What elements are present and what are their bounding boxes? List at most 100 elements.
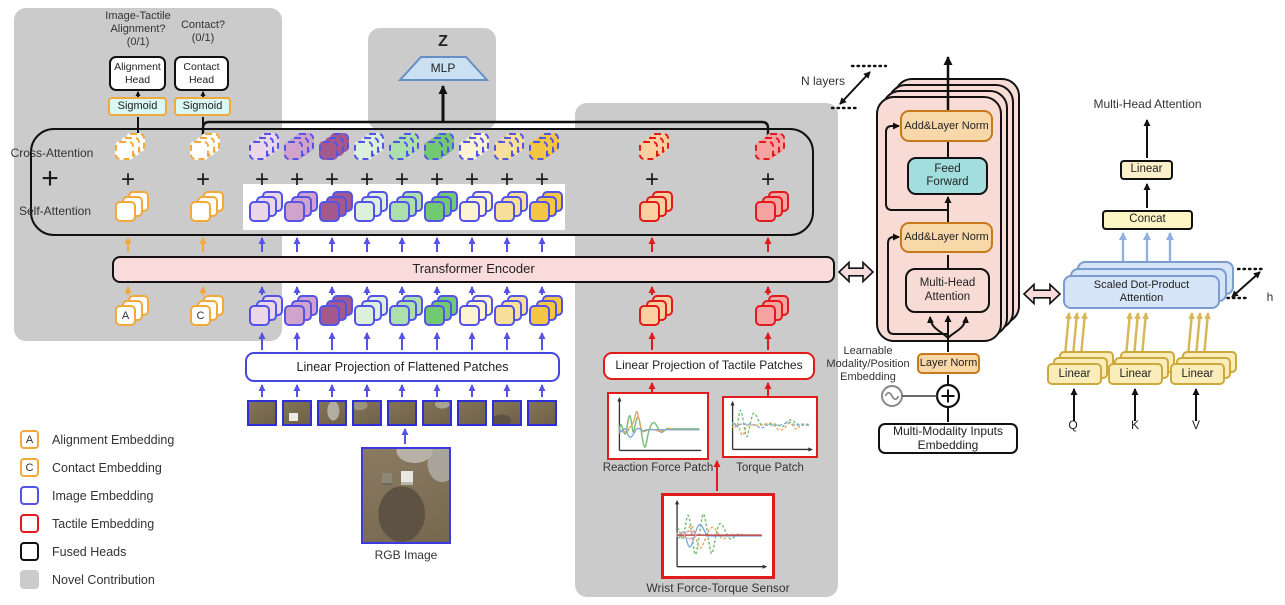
mha-detail-title: Multi-Head Attention (1093, 97, 1202, 111)
transformer-encoder-bar: Transformer Encoder (112, 256, 835, 283)
cross-attn-token-image (354, 133, 390, 162)
self-attn-token-image (459, 191, 495, 224)
input-token-image (459, 295, 495, 328)
legend-item: Tactile Embedding (20, 514, 154, 533)
input-token-alignment: A (115, 295, 151, 328)
token-square (354, 201, 375, 222)
input-token-contact: C (190, 295, 226, 328)
input-token-image (284, 295, 320, 328)
legend-item-label: Fused Heads (52, 544, 127, 559)
contact-head-box: Contact Head (174, 56, 229, 91)
image-patch (387, 400, 417, 426)
cross-attn-token-image (424, 133, 460, 162)
cross-attn-token-image (389, 133, 425, 162)
token-square (529, 201, 550, 222)
image-patch (317, 400, 347, 426)
self-attn-token-image (389, 191, 425, 224)
image-projection-box: Linear Projection of Flattened Patches (245, 352, 560, 382)
alignment-question-line3: (0/1) (126, 36, 150, 49)
sigmoid-box-alignment: Sigmoid (108, 97, 167, 116)
legend-item-label: Contact Embedding (52, 460, 162, 475)
token-square (459, 141, 478, 160)
torque-label: Torque Patch (736, 462, 804, 474)
cross-attn-token-alignment (115, 133, 151, 162)
cross-attn-token-contact (190, 133, 226, 162)
legend-item: Novel Contribution (20, 570, 155, 589)
h-heads-label: h (1266, 290, 1274, 304)
legend-swatch-A: A (20, 430, 39, 449)
token-square: C (190, 305, 211, 326)
rgb-image (361, 447, 451, 544)
plus-sign: + (254, 166, 269, 193)
image-patch (352, 400, 382, 426)
self-attn-token-image (284, 191, 320, 224)
self-attn-token-image (424, 191, 460, 224)
self-attn-token-image (319, 191, 355, 224)
z-output-label: Z (438, 33, 448, 50)
k-label: K (1130, 418, 1139, 432)
token-square (284, 305, 305, 326)
concat-box: Concat (1102, 210, 1193, 230)
legend-swatch-C: C (20, 458, 39, 477)
sigmoid-box-contact: Sigmoid (174, 97, 231, 116)
self-attn-token-image (354, 191, 390, 224)
alignment-head-box: Alignment Head (109, 56, 166, 91)
layer-norm-label: Layer Norm (919, 357, 978, 370)
token-square (494, 201, 515, 222)
learnable-line3: Embedding (840, 371, 896, 384)
image-patch (492, 400, 522, 426)
alignment-question-line2: Alignment? (110, 23, 166, 36)
token-square (389, 141, 408, 160)
token-square (319, 141, 338, 160)
input-token-image (529, 295, 565, 328)
mha-line2: Attention (924, 290, 971, 303)
alignment-question-line1: Image-Tactile (105, 10, 171, 22)
contact-head-line2: Head (188, 73, 215, 86)
reaction-force-label: Reaction Force Patch (602, 462, 714, 474)
plus-sign: + (534, 166, 549, 193)
learnable-line1: Learnable (843, 345, 893, 357)
legend-item: Image Embedding (20, 486, 153, 505)
image-patch (422, 400, 452, 426)
cross-attn-token-image (459, 133, 495, 162)
patch-cube (289, 413, 299, 422)
self-attn-token-image (529, 191, 565, 224)
q-label: Q (1068, 418, 1078, 432)
image-projection-label: Linear Projection of Flattened Patches (296, 359, 509, 374)
input-token-image (389, 295, 425, 328)
plus-sign: + (289, 166, 304, 193)
linear-label: Linear (1130, 163, 1163, 176)
input-token-image (354, 295, 390, 328)
self-attn-token-contact (190, 191, 226, 224)
mlp-label: MLP (430, 61, 456, 75)
token-square (249, 141, 268, 160)
rgb-image-label: RGB Image (374, 548, 438, 562)
legend-swatch-fill (20, 570, 39, 589)
image-patch (282, 400, 312, 426)
token-square (319, 305, 340, 326)
token-square (249, 305, 270, 326)
add-layer-norm-label: Add&Layer Norm (904, 119, 989, 132)
token-square (639, 141, 658, 160)
self-attention-label: Self-Attention (18, 204, 92, 218)
token-square (755, 141, 774, 160)
sdpa-line2: Attention (1119, 292, 1164, 304)
contact-question: Contact? (0/1) (172, 19, 234, 45)
cross-attn-token-image (494, 133, 530, 162)
rgb-cube-small (381, 473, 392, 486)
self-attn-token-tactile (755, 191, 791, 224)
add-layer-norm-top: Add&Layer Norm (900, 110, 993, 142)
plus-sign: + (499, 166, 514, 193)
add-layer-norm-label: Add&Layer Norm (904, 231, 989, 244)
legend-item: C Contact Embedding (20, 458, 162, 477)
contact-question-line2: (0/1) (191, 32, 215, 45)
plus-sign: + (195, 166, 210, 193)
token-square (354, 141, 373, 160)
tactile-projection-box: Linear Projection of Tactile Patches (603, 352, 815, 380)
token-letter: C (196, 309, 205, 322)
contact-head-line1: Contact (183, 61, 220, 74)
plus-sign: + (429, 166, 444, 193)
